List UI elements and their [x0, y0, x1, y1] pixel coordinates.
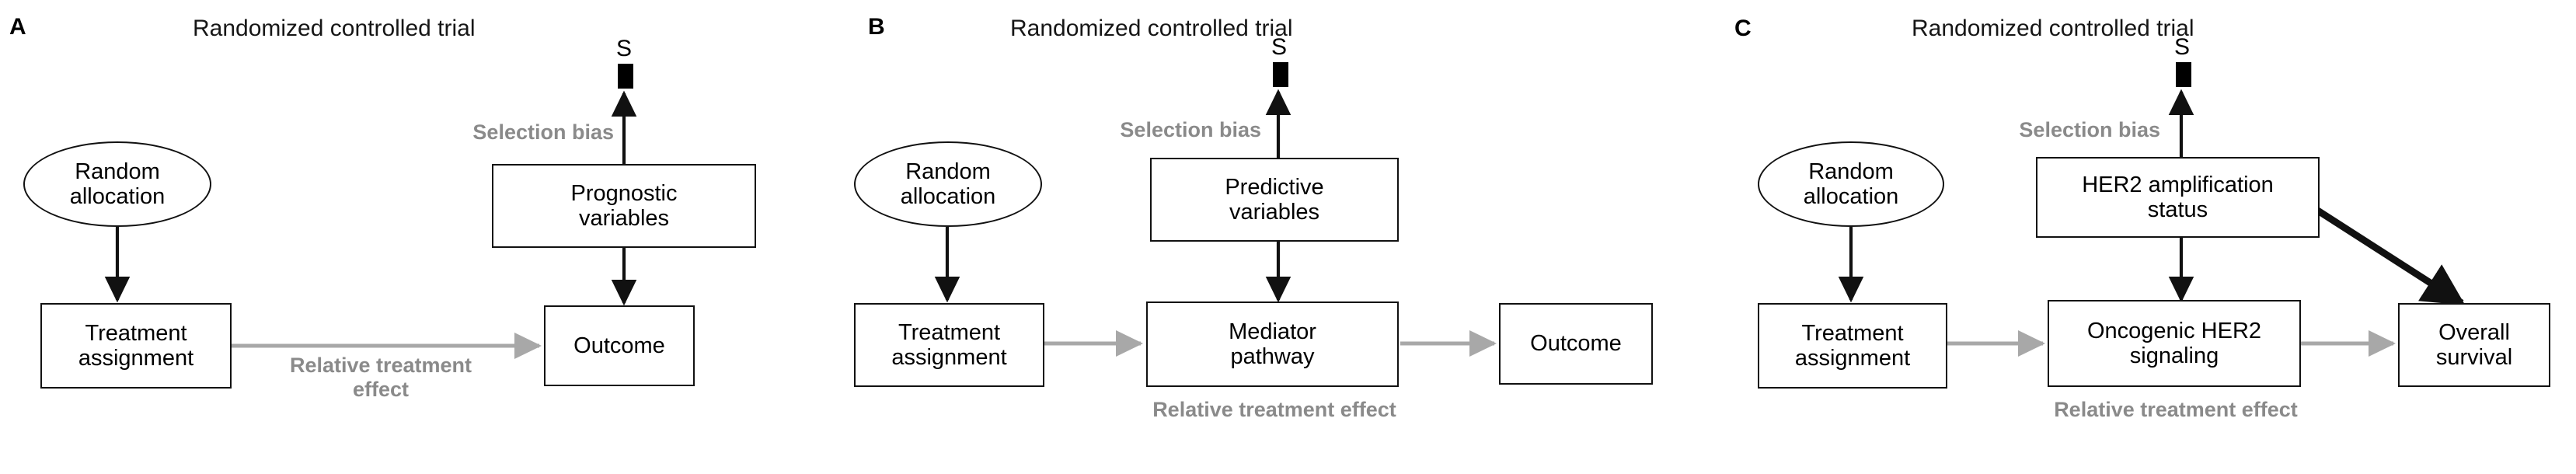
- panel-c-title: Randomized controlled trial: [1912, 16, 2194, 41]
- panel-a-node-outcome: Outcome: [544, 305, 695, 386]
- panel-c-node-treatment-assignment: Treatment assignment: [1758, 303, 1947, 389]
- panel-a-node-prognostic-variables: Prognostic variables: [492, 164, 756, 248]
- panel-c-node-her2-amplification-status-label: HER2 amplification status: [2082, 172, 2274, 222]
- panel-b-node-outcome: Outcome: [1499, 303, 1653, 385]
- panel-a-selection-label: S: [616, 36, 633, 61]
- panel-a-node-random-allocation: Random allocation: [23, 141, 211, 227]
- panel-a-node-treatment-assignment-label: Treatment assignment: [78, 320, 194, 371]
- panel-b-node-treatment-assignment: Treatment assignment: [854, 303, 1044, 387]
- panel-c: C Randomized controlled trial: [1717, 0, 2576, 474]
- panel-b-node-predictive-variables-label: Predictive variables: [1225, 174, 1324, 225]
- panel-c-node-her2-amplification-status: HER2 amplification status: [2036, 157, 2320, 238]
- panel-a: A Randomized controlled trial S: [0, 0, 859, 474]
- panel-c-selection-node-s: [2176, 62, 2191, 87]
- panel-c-node-treatment-assignment-label: Treatment assignment: [1794, 320, 1911, 371]
- panel-c-edge-label-relative-treatment-effect: Relative treatment effect: [2054, 398, 2298, 421]
- panel-b-node-random-allocation: Random allocation: [854, 141, 1042, 227]
- panel-b-selection-node-s: [1273, 62, 1288, 87]
- panel-c-node-overall-survival-label: Overall survival: [2435, 319, 2513, 370]
- panel-c-node-oncogenic-her2-signaling-label: Oncogenic HER2 signaling: [2086, 318, 2262, 368]
- panel-a-edge-label-selection-bias: Selection bias: [472, 120, 614, 144]
- panel-c-node-random-allocation: Random allocation: [1758, 141, 1944, 227]
- panel-a-node-treatment-assignment: Treatment assignment: [40, 303, 232, 389]
- panel-a-edge-label-relative-treatment-effect: Relative treatment effect: [289, 354, 472, 402]
- panel-c-node-random-allocation-label: Random allocation: [1803, 159, 1899, 209]
- panel-b-edge-label-relative-treatment-effect: Relative treatment effect: [1152, 398, 1396, 421]
- panel-a-node-outcome-label: Outcome: [573, 333, 665, 358]
- panel-c-edge-label-selection-bias: Selection bias: [2019, 118, 2160, 141]
- panel-b-node-predictive-variables: Predictive variables: [1150, 158, 1399, 242]
- panel-a-selection-node-s: [618, 64, 633, 89]
- panel-b-node-mediator-pathway: Mediator pathway: [1146, 301, 1399, 387]
- edge-variables-to-outcome-direct: [2312, 205, 2466, 306]
- panel-b-node-random-allocation-label: Random allocation: [900, 159, 996, 209]
- panel-b-edge-label-selection-bias: Selection bias: [1120, 118, 1261, 141]
- panel-c-node-oncogenic-her2-signaling: Oncogenic HER2 signaling: [2048, 300, 2301, 387]
- panel-a-node-random-allocation-label: Random allocation: [69, 159, 166, 209]
- panel-c-letter: C: [1734, 16, 1752, 41]
- panel-a-letter: A: [9, 14, 27, 40]
- panel-b-node-treatment-assignment-label: Treatment assignment: [891, 319, 1007, 370]
- panel-b-node-outcome-label: Outcome: [1530, 331, 1622, 357]
- panel-c-node-overall-survival: Overall survival: [2398, 303, 2550, 387]
- panel-a-title: Randomized controlled trial: [193, 16, 476, 41]
- panel-b-node-mediator-pathway-label: Mediator pathway: [1229, 319, 1316, 369]
- panel-c-selection-label: S: [2174, 34, 2191, 60]
- panel-b: B Randomized controlled trial S: [854, 0, 1717, 474]
- panel-b-letter: B: [868, 14, 886, 40]
- panel-a-node-prognostic-variables-label: Prognostic variables: [570, 180, 678, 231]
- panel-b-title: Randomized controlled trial: [1010, 16, 1293, 41]
- panel-b-selection-label: S: [1271, 34, 1288, 60]
